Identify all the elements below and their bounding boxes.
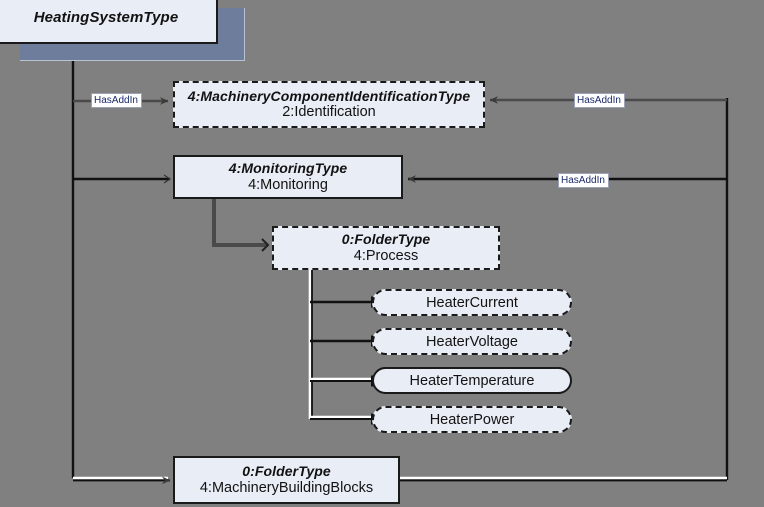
edge-process-to-heaterpower — [310, 413, 374, 425]
node-type-label: 4:MonitoringType — [228, 160, 348, 177]
variable-label: HeaterCurrent — [426, 294, 518, 311]
edge-label-hasaddin-identification-right: HasAddIn — [574, 93, 625, 108]
edge-root-to-monitoring — [73, 174, 172, 184]
edge-process-variable-trunk — [308, 270, 313, 419]
node-type-label: 0:FolderType — [242, 463, 331, 480]
node-monitoring[interactable]: 4:MonitoringType 4:Monitoring — [173, 155, 403, 199]
node-type-label: HeatingSystemType — [33, 8, 179, 26]
variable-label: HeaterTemperature — [409, 372, 535, 389]
node-process[interactable]: 0:FolderType 4:Process — [272, 226, 500, 270]
node-instance-label: 4:Process — [353, 247, 419, 264]
node-instance-label: 4:MachineryBuildingBlocks — [199, 479, 374, 496]
variable-label: HeaterVoltage — [426, 333, 518, 350]
edge-label-hasaddin-identification-left: HasAddIn — [91, 93, 142, 108]
node-identification[interactable]: 4:MachineryComponentIdentificationType 2… — [173, 81, 485, 128]
edge-buildingblocks-to-trunk — [400, 476, 727, 482]
node-instance-label: 2:Identification — [282, 104, 376, 121]
node-type-label: 4:MachineryComponentIdentificationType — [187, 87, 471, 104]
variable-label: HeaterPower — [429, 411, 515, 428]
node-instance-label: 4:Monitoring — [248, 176, 328, 193]
node-variable-heatervoltage[interactable]: HeaterVoltage — [372, 328, 572, 355]
edge-monitoring-to-process — [212, 199, 270, 252]
edge-label-hasaddin-monitoring-right: HasAddIn — [558, 173, 609, 188]
node-heating-system-type[interactable]: HeatingSystemType — [0, 0, 218, 44]
node-variable-heatertemperature[interactable]: HeaterTemperature — [372, 367, 572, 394]
node-machinery-building-blocks[interactable]: 0:FolderType 4:MachineryBuildingBlocks — [173, 456, 400, 504]
node-type-label: 0:FolderType — [341, 231, 431, 248]
node-variable-heatercurrent[interactable]: HeaterCurrent — [372, 289, 572, 316]
edge-root-to-buildingblocks — [73, 476, 171, 485]
edge-process-to-heatertemperature — [310, 375, 374, 387]
node-variable-heaterpower[interactable]: HeaterPower — [372, 406, 572, 433]
